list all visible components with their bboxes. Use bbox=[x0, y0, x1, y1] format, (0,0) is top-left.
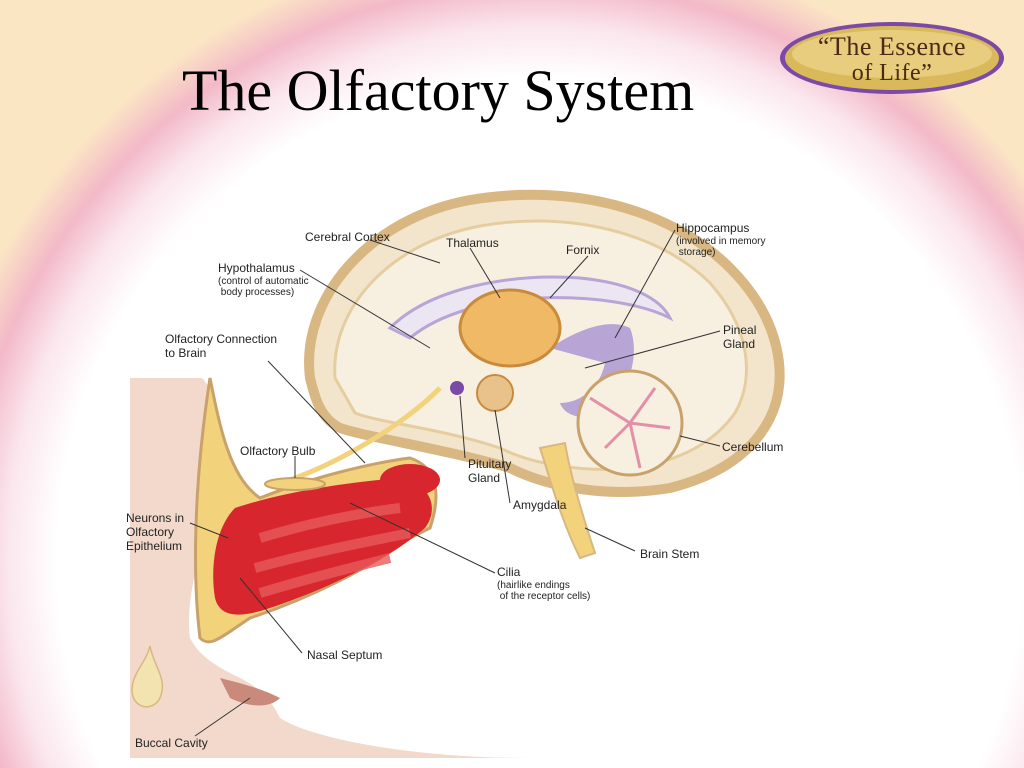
pituitary bbox=[450, 381, 464, 395]
logo-text-line2: of Life” bbox=[851, 60, 933, 86]
face-profile bbox=[130, 378, 530, 758]
label-fornix: Fornix bbox=[566, 243, 600, 257]
label-cerebral-cortex: Cerebral Cortex bbox=[305, 230, 390, 244]
logo-text-line1: “The Essence bbox=[817, 32, 967, 61]
olfactory-bulb bbox=[264, 477, 326, 491]
label-olfactory-bulb: Olfactory Bulb bbox=[240, 444, 316, 458]
label-hippocampus: Hippocampus bbox=[676, 221, 750, 235]
label-cilia: Cilia bbox=[497, 565, 521, 579]
label-brain-stem: Brain Stem bbox=[640, 547, 700, 561]
label-cilia-note: (hairlike endings of the receptor cells) bbox=[497, 580, 591, 602]
label-amygdala: Amygdala bbox=[513, 498, 567, 512]
label-pituitary-gland: Pituitary Gland bbox=[468, 457, 512, 485]
thalamus bbox=[458, 288, 562, 368]
olfactory-illustration bbox=[130, 189, 785, 758]
slide-title: The Olfactory System bbox=[182, 58, 695, 123]
label-thalamus: Thalamus bbox=[446, 236, 499, 250]
logo-badge bbox=[780, 22, 1004, 94]
label-buccal-cavity: Buccal Cavity bbox=[135, 736, 208, 750]
brain-stem bbox=[538, 441, 597, 560]
label-neurons: Neurons in Olfactory Epithelium bbox=[126, 511, 185, 553]
olfactory-tract bbox=[279, 386, 442, 486]
sinus bbox=[380, 464, 440, 496]
label-cerebellum: Cerebellum bbox=[722, 440, 784, 454]
label-hippocampus-note: (involved in memory storage) bbox=[676, 236, 766, 258]
label-olfactory-connection: Olfactory Connection to Brain bbox=[165, 332, 278, 360]
leader-lines bbox=[189, 229, 721, 737]
label-hypothalamus: Hypothalamus bbox=[218, 261, 295, 275]
label-hypothalamus-note: (control of automatic body processes) bbox=[218, 276, 309, 298]
amygdala bbox=[476, 374, 514, 412]
essence-of-life-logo: “The Essence of Life” bbox=[778, 20, 1006, 96]
lips bbox=[220, 678, 280, 706]
label-nasal-septum: Nasal Septum bbox=[307, 648, 383, 662]
label-pineal-gland: Pineal Gland bbox=[723, 323, 757, 351]
drop bbox=[131, 645, 164, 708]
